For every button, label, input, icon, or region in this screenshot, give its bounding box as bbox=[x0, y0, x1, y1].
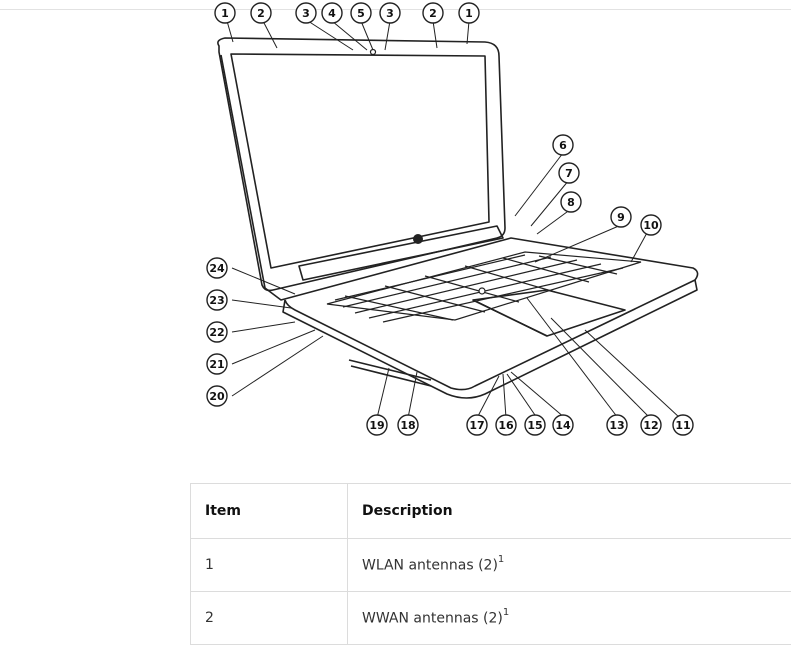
webcam-icon bbox=[371, 50, 376, 55]
callout-8: 8 bbox=[561, 192, 581, 212]
callout-18: 18 bbox=[398, 415, 418, 435]
callout-21: 21 bbox=[207, 354, 227, 374]
svg-text:5: 5 bbox=[357, 7, 365, 20]
svg-text:15: 15 bbox=[527, 419, 542, 432]
svg-text:1: 1 bbox=[465, 7, 473, 20]
svg-text:21: 21 bbox=[209, 358, 224, 371]
callout-1-left: 1 bbox=[215, 3, 235, 23]
svg-text:3: 3 bbox=[386, 7, 394, 20]
svg-text:1: 1 bbox=[221, 7, 229, 20]
header-item: Item bbox=[191, 484, 348, 539]
svg-text:14: 14 bbox=[555, 419, 571, 432]
svg-text:19: 19 bbox=[369, 419, 384, 432]
svg-text:24: 24 bbox=[209, 262, 225, 275]
svg-text:6: 6 bbox=[559, 139, 567, 152]
svg-text:3: 3 bbox=[302, 7, 310, 20]
table-row: 2 WWAN antennas (2)1 bbox=[191, 592, 791, 645]
callout-15: 15 bbox=[525, 415, 545, 435]
row-description: WWAN antennas (2)1 bbox=[348, 592, 791, 645]
laptop-components-diagram: 1 2 3 4 5 3 2 1 6 7 8 9 10 11 12 13 14 1… bbox=[185, 0, 705, 445]
svg-text:2: 2 bbox=[429, 7, 437, 20]
svg-text:20: 20 bbox=[209, 390, 225, 403]
footnote-ref[interactable]: 1 bbox=[503, 607, 509, 618]
callout-22: 22 bbox=[207, 322, 227, 342]
callout-2-right: 2 bbox=[423, 3, 443, 23]
callout-10: 10 bbox=[641, 215, 661, 235]
table-row: 1 WLAN antennas (2)1 bbox=[191, 539, 791, 592]
callout-16: 16 bbox=[496, 415, 516, 435]
callout-1-right: 1 bbox=[459, 3, 479, 23]
svg-text:11: 11 bbox=[675, 419, 690, 432]
callout-7: 7 bbox=[559, 163, 579, 183]
callout-6: 6 bbox=[553, 135, 573, 155]
svg-text:9: 9 bbox=[617, 211, 625, 224]
callout-3-right: 3 bbox=[380, 3, 400, 23]
svg-text:18: 18 bbox=[400, 419, 415, 432]
callout-3-left: 3 bbox=[296, 3, 316, 23]
svg-text:13: 13 bbox=[609, 419, 624, 432]
callout-5: 5 bbox=[351, 3, 371, 23]
components-table: Item Description 1 WLAN antennas (2)1 2 … bbox=[190, 483, 791, 645]
row-description: WLAN antennas (2)1 bbox=[348, 539, 791, 592]
svg-text:10: 10 bbox=[643, 219, 659, 232]
callout-2-left: 2 bbox=[251, 3, 271, 23]
svg-text:2: 2 bbox=[257, 7, 265, 20]
callout-13: 13 bbox=[607, 415, 627, 435]
svg-text:7: 7 bbox=[565, 167, 573, 180]
svg-text:17: 17 bbox=[469, 419, 484, 432]
callout-14: 14 bbox=[553, 415, 573, 435]
callout-4: 4 bbox=[322, 3, 342, 23]
table-header-row: Item Description bbox=[191, 484, 791, 539]
callout-11: 11 bbox=[673, 415, 693, 435]
footnote-ref[interactable]: 1 bbox=[498, 554, 504, 565]
svg-text:4: 4 bbox=[328, 7, 336, 20]
svg-text:12: 12 bbox=[643, 419, 658, 432]
svg-text:8: 8 bbox=[567, 196, 575, 209]
svg-text:22: 22 bbox=[209, 326, 224, 339]
keyboard bbox=[327, 252, 641, 322]
callout-12: 12 bbox=[641, 415, 661, 435]
header-description: Description bbox=[348, 484, 791, 539]
row-item: 2 bbox=[191, 592, 348, 645]
callout-23: 23 bbox=[207, 290, 227, 310]
svg-text:16: 16 bbox=[498, 419, 514, 432]
callout-17: 17 bbox=[467, 415, 487, 435]
svg-text:23: 23 bbox=[209, 294, 224, 307]
callout-9: 9 bbox=[611, 207, 631, 227]
callout-24: 24 bbox=[207, 258, 227, 278]
callout-19: 19 bbox=[367, 415, 387, 435]
callout-20: 20 bbox=[207, 386, 227, 406]
row-item: 1 bbox=[191, 539, 348, 592]
hp-logo-icon bbox=[413, 234, 423, 244]
